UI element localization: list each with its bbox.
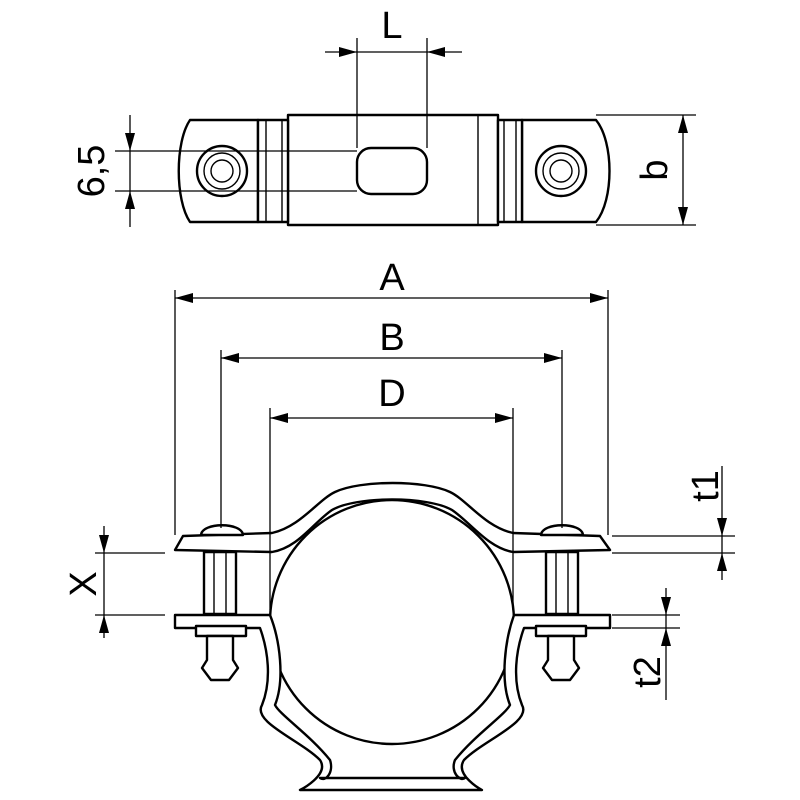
dimension-X: X <box>63 526 165 638</box>
centre-slot <box>355 146 429 196</box>
right-bolt-head <box>534 144 588 198</box>
upper-strap <box>173 481 612 554</box>
right-bolt <box>534 524 588 682</box>
left-bolt <box>194 524 248 682</box>
dimension-t1: t1 <box>612 466 735 580</box>
dimension-B: B <box>220 317 563 528</box>
left-bolt-head <box>195 144 249 198</box>
dimension-A: A <box>174 257 609 535</box>
label-D: D <box>378 373 405 415</box>
dimension-6-5: 6,5 <box>71 115 357 227</box>
dimension-D: D <box>269 373 514 610</box>
label-B: B <box>379 317 404 359</box>
label-A: A <box>379 257 405 299</box>
dimension-t2: t2 <box>612 588 680 700</box>
label-6-5: 6,5 <box>71 145 113 198</box>
label-L: L <box>381 5 402 47</box>
front-view: A B D t1 <box>63 257 735 792</box>
label-b: b <box>634 159 676 180</box>
label-t2: t2 <box>627 656 669 688</box>
dimension-L: L <box>325 5 462 148</box>
lower-strap <box>173 613 612 792</box>
dimension-b: b <box>596 114 696 226</box>
left-shoulder <box>256 118 290 224</box>
top-view: L 6,5 b <box>71 5 696 227</box>
label-X: X <box>63 571 105 596</box>
right-shoulder <box>496 118 524 224</box>
pipe <box>268 498 516 746</box>
label-t1: t1 <box>685 470 727 502</box>
